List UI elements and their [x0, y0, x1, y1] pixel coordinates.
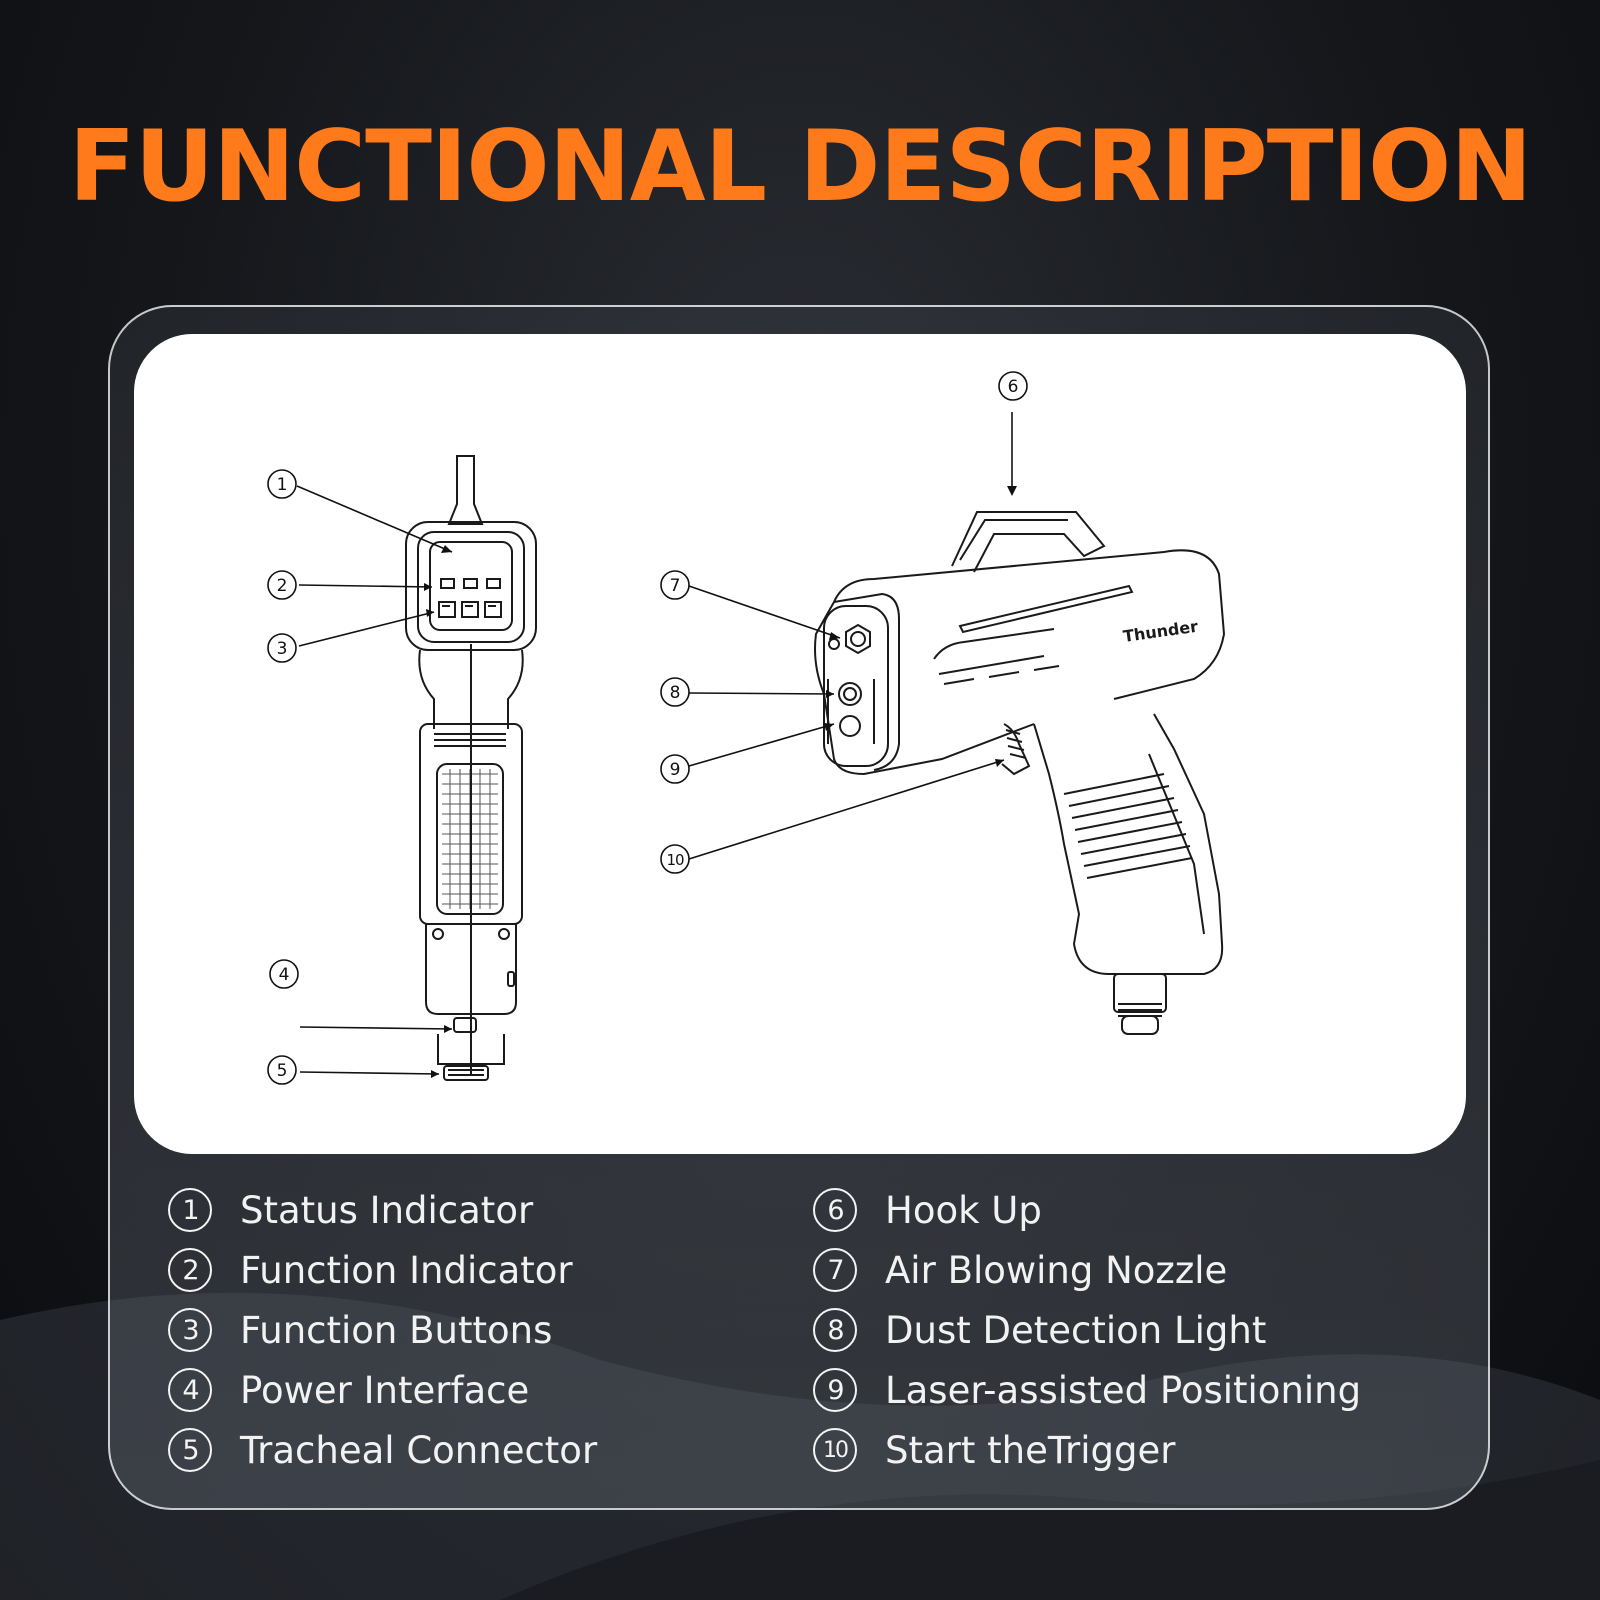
callout-number-7: 7: [660, 570, 690, 600]
callout-number: 2: [277, 576, 288, 596]
legend-number: 1: [168, 1188, 212, 1232]
legend-label: Dust Detection Light: [885, 1308, 1267, 1352]
legend-label: Air Blowing Nozzle: [885, 1248, 1228, 1292]
legend-item: 6 Hook Up: [813, 1180, 1361, 1240]
callout-number: 10: [666, 851, 684, 869]
legend-label: Hook Up: [885, 1188, 1042, 1232]
legend-item: 7 Air Blowing Nozzle: [813, 1240, 1361, 1300]
callout-number-6: 6: [998, 371, 1028, 401]
callout-number: 1: [277, 475, 288, 495]
legend-number: 8: [813, 1308, 857, 1352]
legend-label: Status Indicator: [240, 1188, 534, 1232]
legend-number: 3: [168, 1308, 212, 1352]
legend-number: 7: [813, 1248, 857, 1292]
callout-arrowheads: [424, 486, 1017, 1078]
callout-number: 5: [277, 1061, 288, 1081]
callout-number-10: 10: [660, 844, 690, 874]
legend-item: 8 Dust Detection Light: [813, 1300, 1361, 1360]
legend-number: 10: [813, 1428, 857, 1472]
legend-left-column: 1 Status Indicator 2 Function Indicator …: [168, 1180, 597, 1480]
gun-view-device: Thunder: [814, 511, 1226, 1035]
legend-label: Function Buttons: [240, 1308, 553, 1352]
front-view-device: [405, 455, 537, 1081]
legend-number: 6: [813, 1188, 857, 1232]
diagram-panel: [134, 334, 1466, 1154]
callout-number: 6: [1008, 377, 1019, 397]
callout-number: 9: [670, 760, 681, 780]
legend-label: Tracheal Connector: [240, 1428, 598, 1472]
legend-number: 5: [168, 1428, 212, 1472]
callout-number-9: 9: [660, 754, 690, 784]
callout-number: 3: [277, 639, 288, 659]
legend-label: Power Interface: [240, 1368, 530, 1412]
legend-label: Function Indicator: [240, 1248, 573, 1292]
callout-number-5: 5: [267, 1055, 297, 1085]
callout-number: 7: [670, 576, 681, 596]
callout-number-1: 1: [267, 469, 297, 499]
callout-leaders: [296, 412, 1013, 1075]
callout-number-4: 4: [269, 959, 299, 989]
page-title: FUNCTIONAL DESCRIPTION: [68, 110, 1533, 224]
legend-right-column: 6 Hook Up 7 Air Blowing Nozzle 8 Dust De…: [813, 1180, 1361, 1480]
legend: 1 Status Indicator 2 Function Indicator …: [168, 1180, 1468, 1480]
legend-item: 4 Power Interface: [168, 1360, 597, 1420]
legend-number: 4: [168, 1368, 212, 1412]
svg-text:Thunder: Thunder: [1122, 617, 1199, 646]
legend-item: 2 Function Indicator: [168, 1240, 597, 1300]
callout-number: 4: [279, 965, 290, 985]
legend-item: 10 Start theTrigger: [813, 1420, 1361, 1480]
legend-item: 1 Status Indicator: [168, 1180, 597, 1240]
legend-item: 9 Laser-assisted Positioning: [813, 1360, 1361, 1420]
legend-item: 5 Tracheal Connector: [168, 1420, 597, 1480]
legend-number: 9: [813, 1368, 857, 1412]
legend-label: Laser-assisted Positioning: [885, 1368, 1362, 1412]
callout-number-3: 3: [267, 633, 297, 663]
legend-label: Start theTrigger: [885, 1428, 1176, 1472]
callout-number-8: 8: [660, 677, 690, 707]
callout-number: 8: [670, 683, 681, 703]
callout-number-2: 2: [267, 570, 297, 600]
device-diagram: Thunder 1: [267, 371, 1226, 1085]
legend-item: 3 Function Buttons: [168, 1300, 597, 1360]
legend-number: 2: [168, 1248, 212, 1292]
